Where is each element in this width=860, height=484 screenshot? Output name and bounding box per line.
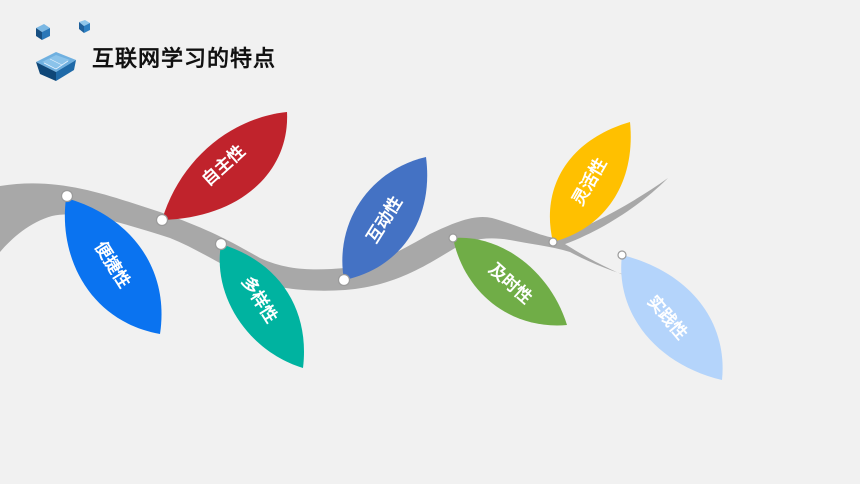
leaf-shape: [342, 157, 428, 280]
leaf-shape: [162, 112, 288, 220]
leaf-bianjie: 便捷性: [64, 198, 162, 334]
leaf-shape: [219, 244, 305, 368]
page-title: 互联网学习的特点: [92, 47, 277, 72]
node-zizhu: [155, 213, 169, 227]
leaf-duoyang: 多样性: [219, 244, 305, 368]
leaf-shape: [621, 255, 723, 380]
leaf-zizhu: 自主性: [162, 112, 288, 220]
leaf-jishi: 及时性: [453, 237, 567, 326]
leaf-shape: [64, 198, 162, 334]
branch-nodes: [60, 189, 627, 287]
leaf-shape: [549, 122, 631, 242]
leaf-hudong: 互动性: [342, 157, 428, 280]
node-shijian: [617, 250, 627, 260]
node-bianjie: [60, 189, 74, 203]
node-linghuo: [548, 237, 558, 247]
leaf-linghuo: 灵活性: [549, 122, 631, 242]
cube-logo-icon: [36, 20, 90, 81]
node-jishi: [448, 233, 458, 243]
node-duoyang: [214, 237, 228, 251]
leaf-shijian: 实践性: [621, 255, 723, 380]
node-hudong: [337, 273, 351, 287]
leaf-shape: [453, 237, 567, 326]
